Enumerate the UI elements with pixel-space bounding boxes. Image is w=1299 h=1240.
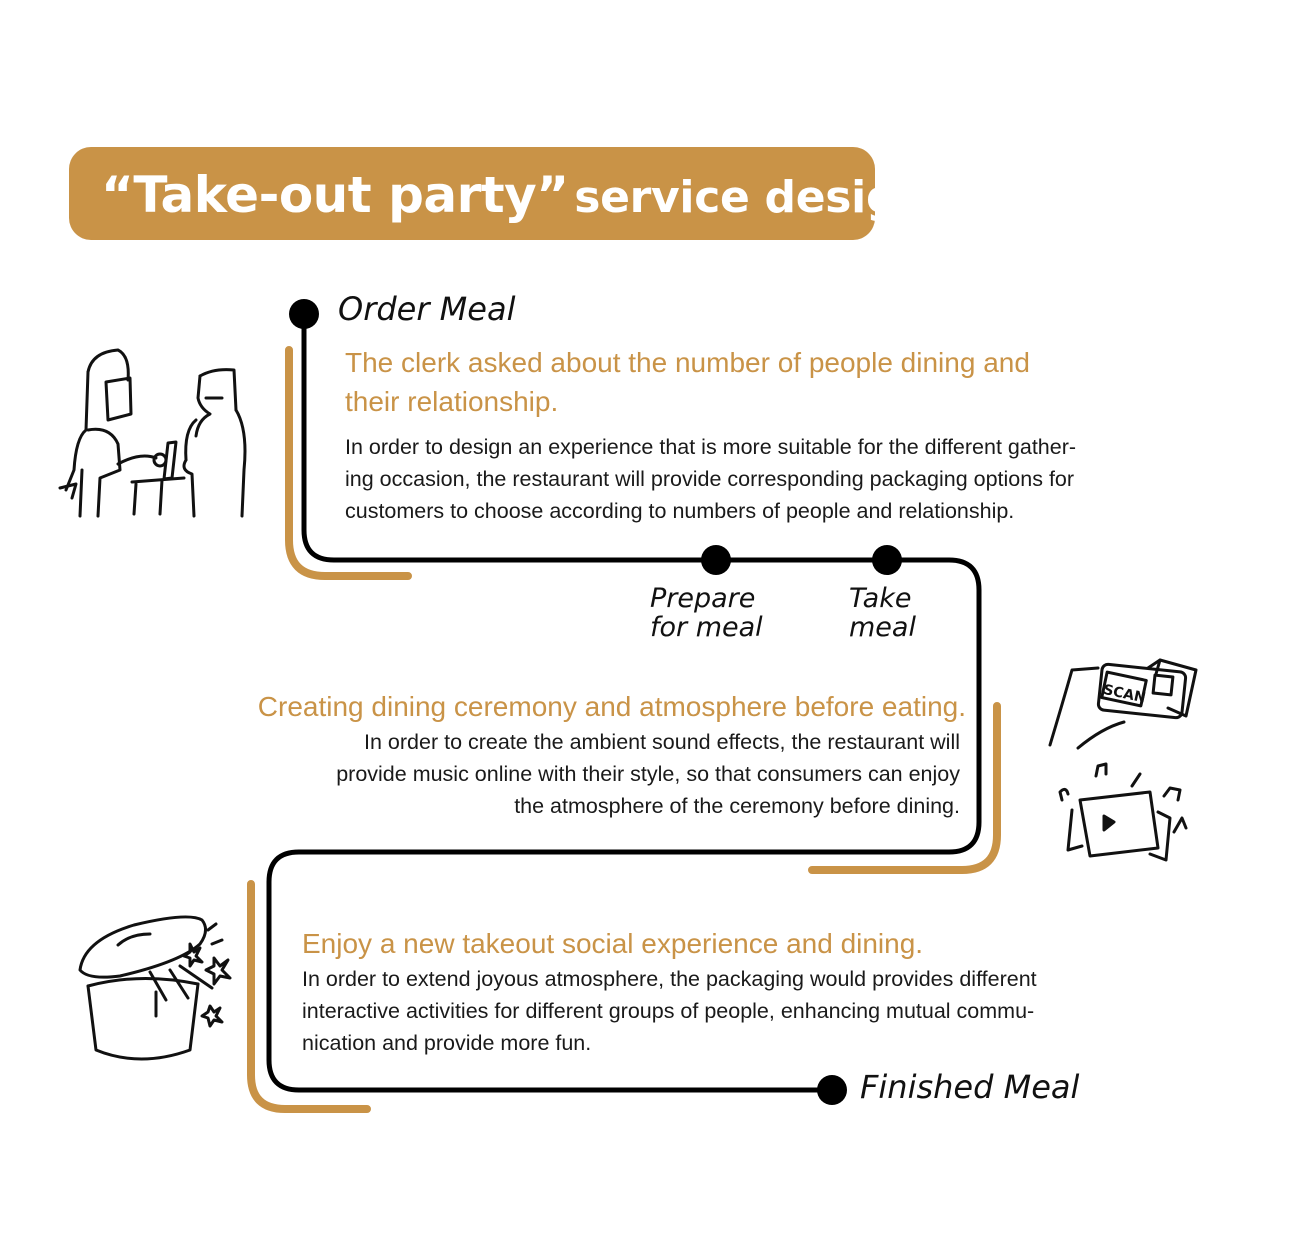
scan-phone-illustration (1048, 658, 1198, 750)
ceremony-body-line3: the atmosphere of the ceremony before di… (514, 794, 960, 818)
order-meal-dot (289, 299, 319, 329)
order-body-line3: customers to choose according to numbers… (345, 499, 1015, 523)
title-main: “Take-out party” (101, 166, 569, 224)
stage-prepare-line2: for meal (650, 612, 763, 643)
journey-line (266, 314, 982, 1093)
stage-take-line2: meal (849, 612, 916, 643)
ceremony-heading: Creating dining ceremony and atmosphere … (257, 691, 966, 722)
page-title: “Take-out party” service design (101, 147, 928, 240)
stage-prepare-for-meal: Prepare for meal (650, 584, 810, 642)
accent-bracket-ceremony (808, 702, 1001, 874)
music-tablet-illustration (1058, 762, 1188, 862)
clerk-customer-illustration (58, 348, 247, 518)
takeout-bucket-illustration (78, 915, 232, 1061)
social-heading: Enjoy a new takeout social experience an… (302, 928, 924, 959)
social-body-line2: interactive activities for different gro… (302, 999, 1035, 1023)
finished-meal-dot (817, 1075, 847, 1105)
order-body-line2: ing occasion, the restaurant will provid… (345, 467, 1075, 491)
accent-bracket-order (285, 346, 412, 580)
social-body-line1: In order to extend joyous atmosphere, th… (302, 967, 1037, 991)
prepare-meal-dot (701, 545, 731, 575)
order-body-line1: In order to design an experience that is… (345, 435, 1077, 459)
order-heading-line1: The clerk asked about the number of peop… (345, 347, 1030, 378)
ceremony-body-line1: In order to create the ambient sound eff… (364, 730, 960, 754)
title-sub: service design (574, 172, 929, 223)
section-social: Enjoy a new takeout social experience an… (302, 924, 1202, 1059)
accent-bracket-social (247, 880, 371, 1113)
title-banner: “Take-out party” service design (69, 147, 928, 240)
stage-take-line1: Take (849, 583, 912, 614)
social-body-line3: nication and provide more fun. (302, 1031, 592, 1055)
ceremony-body-line2: provide music online with their style, s… (336, 762, 960, 786)
stage-take-meal: Take meal (849, 584, 1009, 642)
take-meal-dot (872, 545, 902, 575)
order-heading-line2: their relationship. (345, 386, 559, 417)
stage-prepare-line1: Prepare (650, 583, 756, 614)
stage-order-meal: Order Meal (338, 290, 516, 328)
stage-finished-meal: Finished Meal (860, 1068, 1080, 1106)
section-ceremony: Creating dining ceremony and atmosphere … (160, 687, 966, 822)
section-order: The clerk asked about the number of peop… (345, 343, 1225, 527)
